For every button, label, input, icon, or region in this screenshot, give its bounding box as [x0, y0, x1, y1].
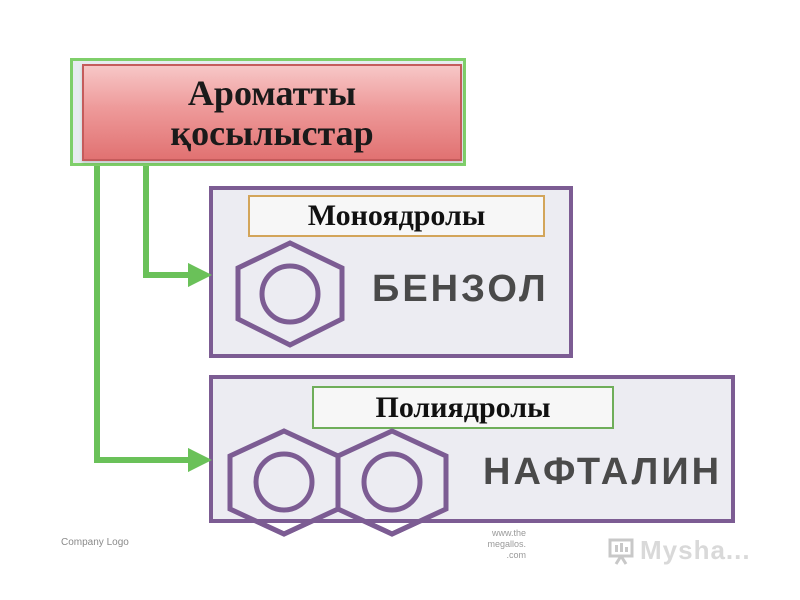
watermark-line-2: megallos.: [487, 539, 526, 549]
arrow-head-poly: [188, 448, 210, 472]
watermark-line-3: .com: [506, 550, 526, 560]
connector-line-main: [94, 166, 190, 463]
connector-line-mono: [143, 166, 190, 278]
title-line-2: қосылыстар: [170, 112, 374, 153]
company-logo-text: Company Logo: [61, 537, 129, 548]
watermark-line-1: www.the: [491, 528, 526, 538]
watermark: www.the megallos. .com: [462, 528, 526, 561]
title-line-1: Ароматты: [187, 72, 357, 113]
label-polynuclear: Полиядролы: [312, 386, 614, 429]
brand-logo-icon: [608, 538, 634, 565]
compound-name-benzene: БЕНЗОЛ: [372, 268, 549, 310]
arrow-head-mono: [188, 263, 210, 287]
label-mononuclear: Моноядролы: [248, 195, 545, 237]
title-box: Ароматты қосылыстар: [82, 64, 462, 161]
brand-logo-text: Mysha...: [640, 535, 751, 565]
compound-name-naphthalene: НАФТАЛИН: [483, 451, 723, 493]
